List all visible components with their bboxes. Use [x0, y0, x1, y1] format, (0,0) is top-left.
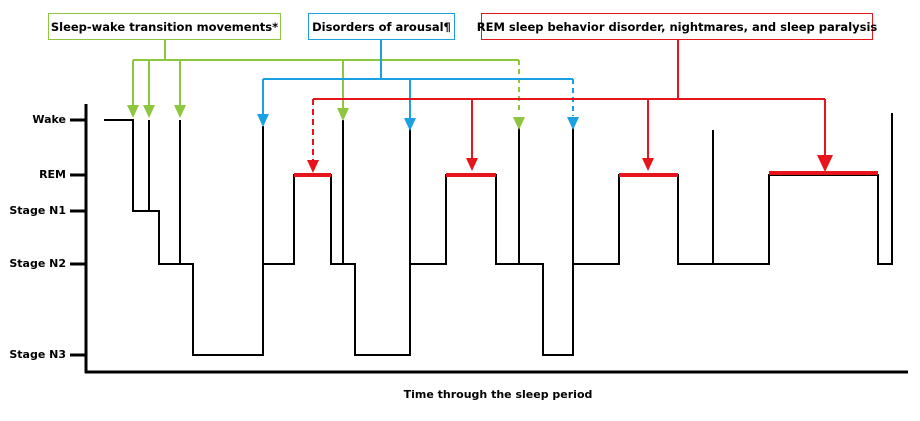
- red-arrow-group: [312, 40, 826, 160]
- red-arrowhead-1: [307, 160, 319, 173]
- green-arrow-group: [132, 40, 520, 114]
- x-axis-label: Time through the sleep period: [403, 388, 593, 401]
- rem-label: REM sleep behavior disorder, nightmares,…: [476, 19, 878, 34]
- blue-arrowhead-3: [567, 117, 579, 130]
- stage-label-rem: REM: [39, 168, 66, 181]
- sleep-wake-label-box: Sleep-wake transition movements*: [48, 13, 281, 40]
- stage-label-n3: Stage N3: [9, 348, 66, 361]
- green-arrowhead-3: [174, 105, 186, 118]
- red-arrowheads: [307, 155, 833, 173]
- green-arrowheads: [127, 105, 525, 130]
- arousal-label: Disorders of arousal¶: [312, 19, 451, 34]
- stage-label-n2: Stage N2: [9, 257, 66, 270]
- stage-label-wake: Wake: [32, 113, 66, 126]
- blue-arrowhead-2: [404, 118, 416, 131]
- hypnogram-trace: [104, 113, 893, 356]
- green-arrowhead-1: [127, 105, 139, 118]
- stage-label-n1: Stage N1: [9, 204, 66, 217]
- sleep-wake-label: Sleep-wake transition movements*: [50, 19, 279, 34]
- blue-arrowheads: [257, 114, 579, 131]
- green-arrowhead-2: [143, 105, 155, 118]
- arousal-label-box: Disorders of arousal¶: [308, 13, 455, 40]
- green-arrowhead-4: [337, 108, 349, 121]
- red-arrowhead-3: [642, 158, 654, 171]
- blue-arrow-group: [262, 40, 574, 118]
- red-arrowhead-2: [466, 158, 478, 171]
- rem-label-box: REM sleep behavior disorder, nightmares,…: [477, 13, 877, 40]
- green-arrowhead-5: [513, 117, 525, 130]
- red-arrowhead-4: [817, 155, 833, 172]
- blue-arrowhead-1: [257, 114, 269, 127]
